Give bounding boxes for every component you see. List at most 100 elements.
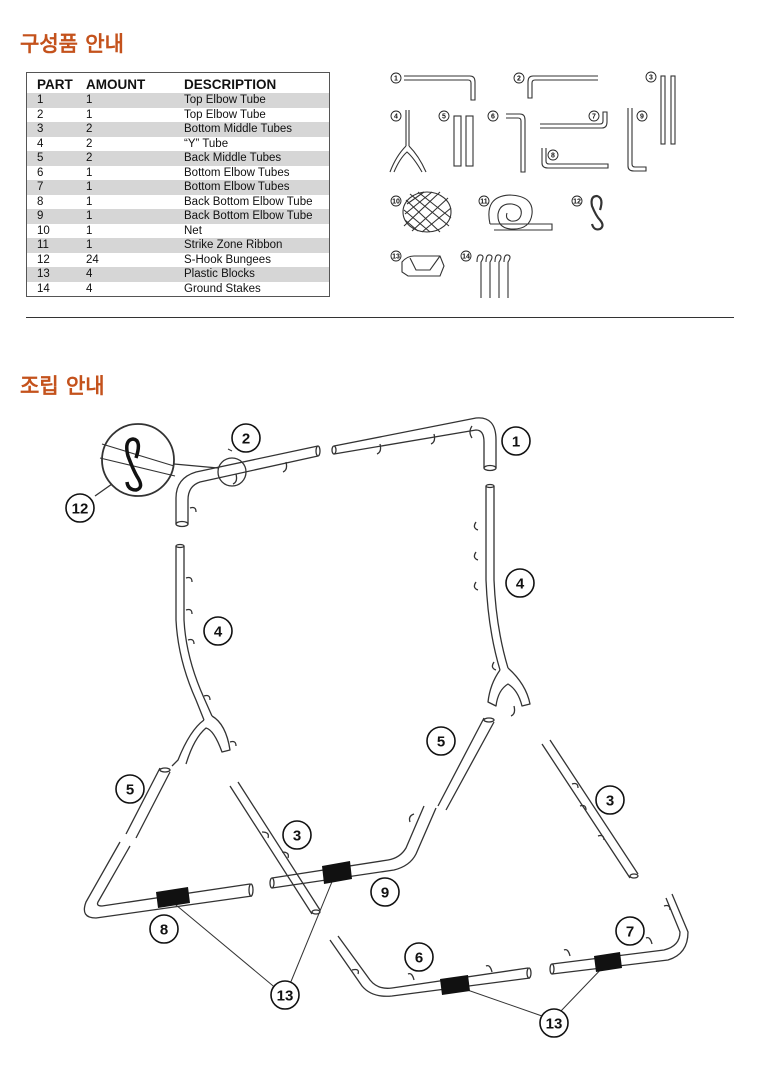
legend-label-13: 13: [392, 254, 400, 261]
parts-table-header: PART AMOUNT DESCRIPTION: [27, 73, 330, 94]
magnifier-detail: [94, 423, 247, 497]
assembly-label-3-right: 3: [606, 793, 614, 810]
cell-part: 14: [37, 282, 50, 295]
part-10-illustration: [402, 191, 452, 233]
assembly-label-8: 8: [160, 922, 168, 939]
table-row: 12 24 S-Hook Bungees: [27, 253, 330, 268]
part-1-illustration: [404, 75, 476, 101]
legend-label-8: 8: [551, 153, 555, 160]
block-icon: [156, 887, 190, 908]
assembly-part-1: [331, 417, 497, 472]
assembly-label-5-left: 5: [126, 782, 134, 799]
assembly-label-6: 6: [415, 950, 423, 967]
cell-amount: 4: [86, 282, 93, 295]
cell-part: 6: [37, 166, 44, 179]
assembly-label-2: 2: [242, 431, 250, 448]
legend-label-7: 7: [592, 114, 596, 121]
cell-amount: 2: [86, 122, 184, 137]
cell-description: S-Hook Bungees: [184, 253, 271, 266]
assembly-label-7: 7: [626, 924, 634, 941]
assembly-part-7: [549, 893, 689, 975]
col-part: PART: [37, 77, 73, 92]
cell-amount: 2: [86, 137, 93, 150]
assembly-label-4-right: 4: [516, 576, 525, 593]
assembly-part-9: [269, 805, 437, 889]
cell-description: Back Middle Tubes: [184, 151, 330, 166]
cell-amount: 1: [86, 224, 93, 237]
part-11-illustration: [488, 194, 553, 231]
cell-description: Plastic Blocks: [184, 267, 330, 282]
assembly-label-3-left: 3: [293, 828, 301, 845]
cell-part: 8: [37, 195, 44, 208]
cell-part: 12: [37, 253, 50, 266]
legend-label-1: 1: [394, 76, 398, 83]
legend-label-6: 6: [491, 114, 495, 121]
cell-amount: 1: [86, 209, 184, 224]
cell-amount: 1: [86, 166, 93, 179]
legend-label-14: 14: [462, 254, 470, 261]
cell-amount: 1: [86, 180, 184, 195]
cell-description: “Y” Tube: [184, 137, 229, 150]
legend-label-5: 5: [442, 114, 446, 121]
cell-part: 3: [26, 122, 86, 137]
assembly-label-13-left: 13: [277, 988, 294, 1005]
assembly-part-5-left: [125, 767, 171, 839]
cell-description: Top Elbow Tube: [184, 108, 266, 121]
legend-label-11: 11: [480, 199, 488, 206]
cell-part: 10: [37, 224, 50, 237]
assembly-part-3-left: [229, 781, 321, 915]
cell-part: 2: [37, 108, 44, 121]
legend-label-10: 10: [392, 199, 400, 206]
part-2-illustration: [527, 75, 598, 99]
components-heading: 구성품 안내: [20, 32, 124, 56]
cell-description: Bottom Middle Tubes: [184, 122, 330, 137]
assembly-label-5-right: 5: [437, 734, 445, 751]
assembly-part-2: [175, 445, 321, 528]
cell-amount: 1: [86, 195, 93, 208]
cell-description: Net: [184, 224, 202, 237]
cell-amount: 2: [86, 151, 184, 166]
block-icon: [440, 975, 470, 995]
part-13-illustration: [401, 255, 445, 277]
cell-part: 9: [26, 209, 86, 224]
cell-amount: 24: [86, 253, 99, 266]
cell-description: Bottom Elbow Tubes: [184, 180, 330, 195]
part-8-illustration: [541, 148, 609, 169]
assembly-part-3-right: [541, 739, 639, 879]
assembly-heading: 조립 안내: [20, 374, 105, 398]
assembly-label-13-right: 13: [546, 1016, 563, 1033]
part-9-illustration: [627, 108, 647, 172]
cell-description: Bottom Elbow Tubes: [184, 166, 290, 179]
cell-part: 1: [26, 93, 86, 108]
parts-illustration: 1 2 3 4 5 6 7 9 8 10 11 12 13 14: [389, 71, 676, 298]
col-description: DESCRIPTION: [184, 77, 277, 92]
assembly-part-4-right: [473, 483, 531, 717]
assembly-label-9: 9: [381, 885, 389, 902]
assembly-part-5-right: [437, 717, 495, 811]
cell-description: Back Bottom Elbow Tube: [184, 209, 330, 224]
cell-amount: 4: [86, 267, 184, 282]
assembly-label-4-left: 4: [214, 624, 223, 641]
assembly-label-1: 1: [512, 434, 520, 451]
part-7-illustration: [540, 111, 608, 129]
table-row: 6 1 Bottom Elbow Tubes: [27, 166, 330, 181]
part-3-illustration: [660, 75, 676, 145]
cell-part: 7: [26, 180, 86, 195]
col-amount: AMOUNT: [86, 77, 146, 92]
cell-amount: 1: [86, 93, 184, 108]
cell-description: Strike Zone Ribbon: [184, 238, 330, 253]
section-divider: [26, 317, 734, 318]
cell-description: Top Elbow Tube: [184, 93, 330, 108]
assembly-part-4-left: [171, 543, 237, 767]
block-icon: [594, 952, 622, 972]
